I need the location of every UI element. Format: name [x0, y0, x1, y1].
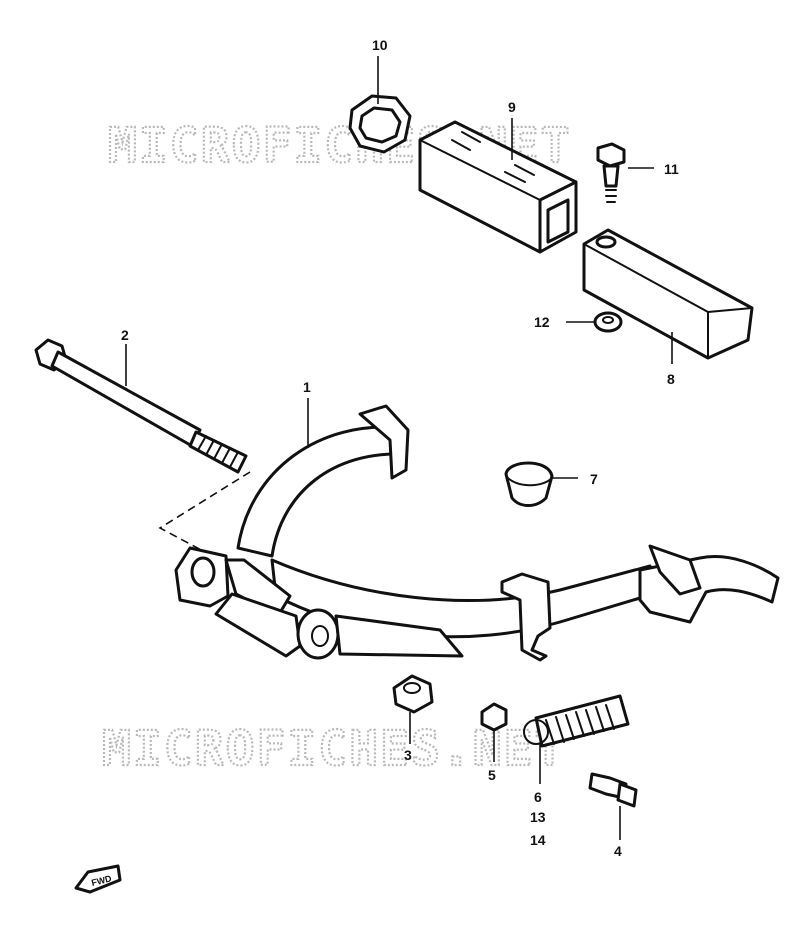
part-7-rubber-cap: [504, 461, 554, 507]
callout-5: 5: [488, 767, 496, 783]
part-1-center-stand: [174, 404, 780, 662]
callout-1: 1: [303, 379, 311, 395]
part-12-nut: [593, 311, 623, 333]
callout-9: 9: [508, 99, 516, 115]
callout-2: 2: [121, 327, 129, 343]
part-6-spring: [523, 694, 630, 748]
callout-14: 14: [530, 832, 546, 848]
fwd-label: FWD: [90, 873, 113, 888]
callout-3: 3: [404, 747, 412, 763]
watermark-bottom: MICROFICHES.NET: [102, 721, 565, 777]
alignment-line: [158, 471, 251, 561]
fwd-arrow-icon: FWD: [74, 864, 122, 894]
callout-8: 8: [667, 371, 675, 387]
part-8-footrest-tube: [582, 228, 754, 360]
part-5-nut: [480, 702, 508, 732]
callout-4: 4: [614, 843, 622, 859]
part-3-nut: [392, 674, 434, 714]
part-4-bolt: [588, 772, 638, 808]
leader-lines: [125, 56, 673, 840]
callout-13: 13: [530, 809, 546, 825]
callout-10: 10: [372, 37, 388, 53]
callout-11: 11: [664, 161, 679, 177]
part-2-long-bolt: [34, 338, 248, 474]
part-10-gasket: [348, 94, 412, 154]
callout-6: 6: [534, 789, 542, 805]
part-9-rubber-sleeve: [418, 120, 578, 254]
part-11-bolt: [596, 142, 626, 203]
callout-12: 12: [534, 314, 550, 330]
callout-7: 7: [590, 471, 598, 487]
